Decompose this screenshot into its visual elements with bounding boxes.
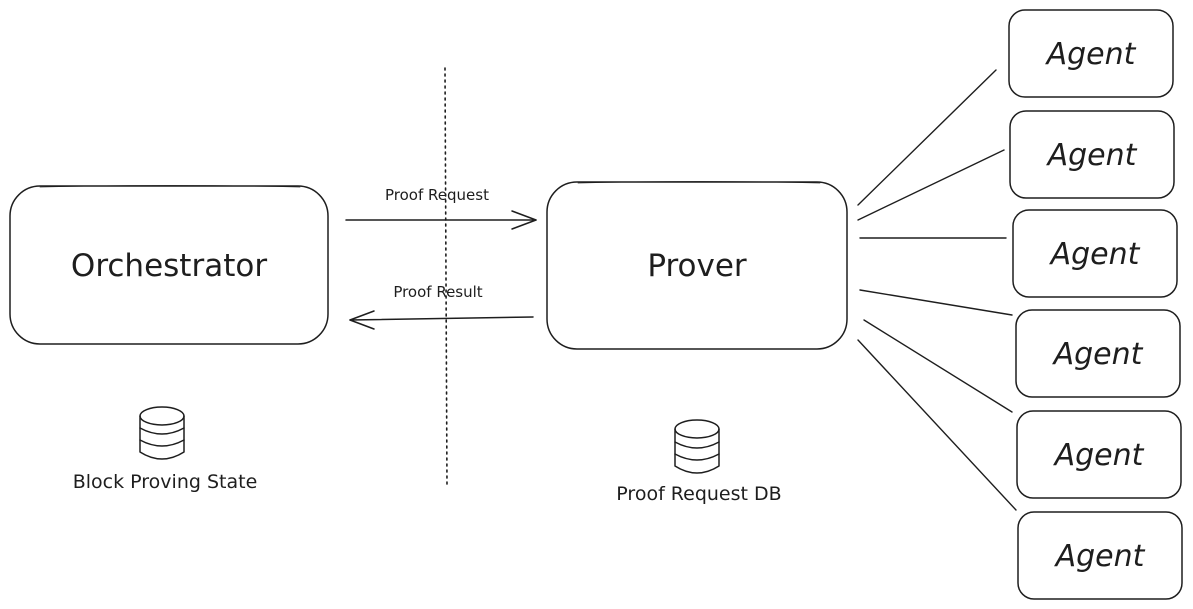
database-icon: [674, 419, 720, 474]
boundary-divider: [444, 67, 448, 488]
prover-node[interactable]: Prover: [546, 181, 848, 350]
orchestrator-label: Orchestrator: [71, 248, 267, 284]
proof-request-label: Proof Request: [385, 186, 489, 204]
prover-label: Prover: [647, 248, 747, 284]
agent-node[interactable]: Agent: [1012, 209, 1178, 298]
agent-connectors: [857, 69, 1017, 511]
agent-label: Agent: [1045, 37, 1137, 72]
agent-label: Agent: [1053, 438, 1145, 473]
agent-label: Agent: [1052, 337, 1144, 372]
agent-label: Agent: [1054, 539, 1146, 574]
connector-agent-5: [863, 319, 1013, 413]
connector-agent-4: [859, 289, 1013, 316]
proof-request-edge: Proof Request: [345, 186, 537, 230]
agent-label: Agent: [1046, 138, 1138, 173]
proof-result-edge: Proof Result: [349, 283, 534, 330]
connector-agent-6: [857, 339, 1017, 511]
agent-node[interactable]: Agent: [1016, 410, 1182, 499]
proof-request-db-label: Proof Request DB: [616, 483, 781, 505]
connector-agent-2: [857, 149, 1005, 221]
orchestrator-node[interactable]: Orchestrator: [9, 185, 329, 345]
agent-node[interactable]: Agent: [1015, 309, 1181, 398]
connector-agent-1: [857, 69, 997, 206]
agent-node[interactable]: Agent: [1008, 9, 1174, 98]
block-proving-state-label: Block Proving State: [73, 471, 258, 493]
agent-label: Agent: [1049, 237, 1141, 272]
agent-node[interactable]: Agent: [1017, 511, 1183, 600]
database-icon: [139, 406, 185, 460]
proof-result-label: Proof Result: [393, 283, 482, 301]
block-proving-state-db: Block Proving State: [73, 406, 258, 493]
agent-node[interactable]: Agent: [1009, 110, 1175, 199]
proof-request-db: Proof Request DB: [616, 419, 782, 505]
